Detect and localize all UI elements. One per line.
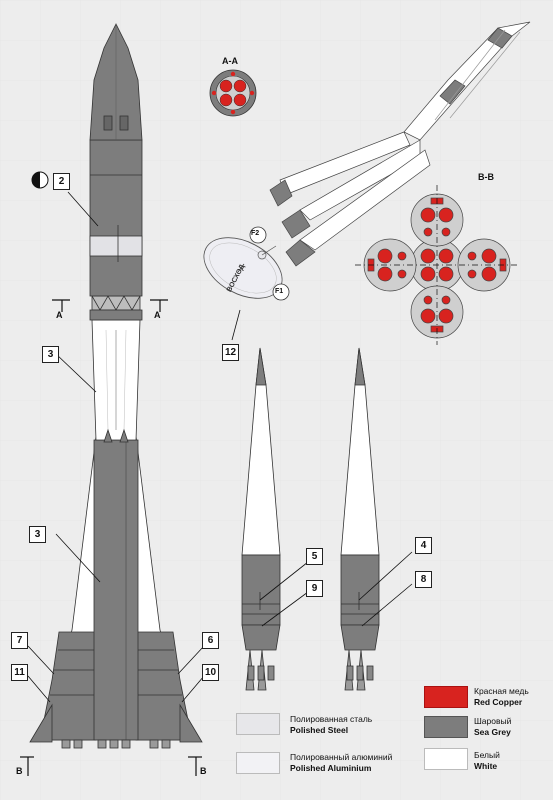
third-stage-steel-band xyxy=(89,235,143,257)
callout-3-lower: 3 xyxy=(29,526,46,543)
callout-2: 2 xyxy=(53,173,70,190)
leader-lines xyxy=(27,191,205,703)
cut-a-right: A xyxy=(154,310,161,320)
callout-10: 10 xyxy=(202,664,219,681)
callout-4: 4 xyxy=(415,537,432,554)
swatch-red-copper xyxy=(424,686,468,708)
callout-5: 5 xyxy=(306,548,323,565)
paint-mix-icon xyxy=(31,171,49,189)
callout-7: 7 xyxy=(11,632,28,649)
fairing-disc xyxy=(203,226,290,341)
legend-sea-grey: Шаровый Sea Grey xyxy=(474,716,512,737)
detail-leader-lines xyxy=(259,551,413,627)
booster-detail-right xyxy=(340,347,380,691)
callout-9: 9 xyxy=(306,580,323,597)
cut-b-right: B xyxy=(200,766,207,776)
callout-11: 11 xyxy=(11,664,28,681)
section-bb-label: B-B xyxy=(478,172,494,182)
callout-3-upper: 3 xyxy=(42,346,59,363)
section-b-b xyxy=(355,185,520,345)
swatch-polished-steel xyxy=(236,713,280,735)
f2-label: F2 xyxy=(251,230,260,237)
section-aa-label: A-A xyxy=(222,56,238,66)
swatch-polished-aluminium xyxy=(236,752,280,774)
core-stage-grey xyxy=(93,439,139,741)
legend-polished-steel: Полированная сталь Polished Steel xyxy=(290,714,373,735)
cut-a-left: A xyxy=(56,310,63,320)
callout-12: 12 xyxy=(222,344,239,361)
legend-white: Белый White xyxy=(474,750,500,771)
booster-detail-left xyxy=(241,347,281,691)
main-rocket xyxy=(29,23,203,749)
section-a-cutline xyxy=(52,299,168,312)
swatch-sea-grey xyxy=(424,716,468,738)
oblique-rocket-view xyxy=(269,21,531,267)
swatch-white xyxy=(424,748,468,770)
section-a-a xyxy=(209,69,257,117)
legend-polished-aluminium: Полированный алюминий Polished Aluminium xyxy=(290,752,393,773)
cut-b-left: B xyxy=(16,766,23,776)
callout-6: 6 xyxy=(202,632,219,649)
f1-label: F1 xyxy=(275,288,284,295)
bb-right xyxy=(457,238,511,292)
third-stage-grey xyxy=(89,139,143,297)
section-b-cutline xyxy=(20,756,202,776)
legend-red-copper: Красная медь Red Copper xyxy=(474,686,529,707)
callout-8: 8 xyxy=(415,571,432,588)
